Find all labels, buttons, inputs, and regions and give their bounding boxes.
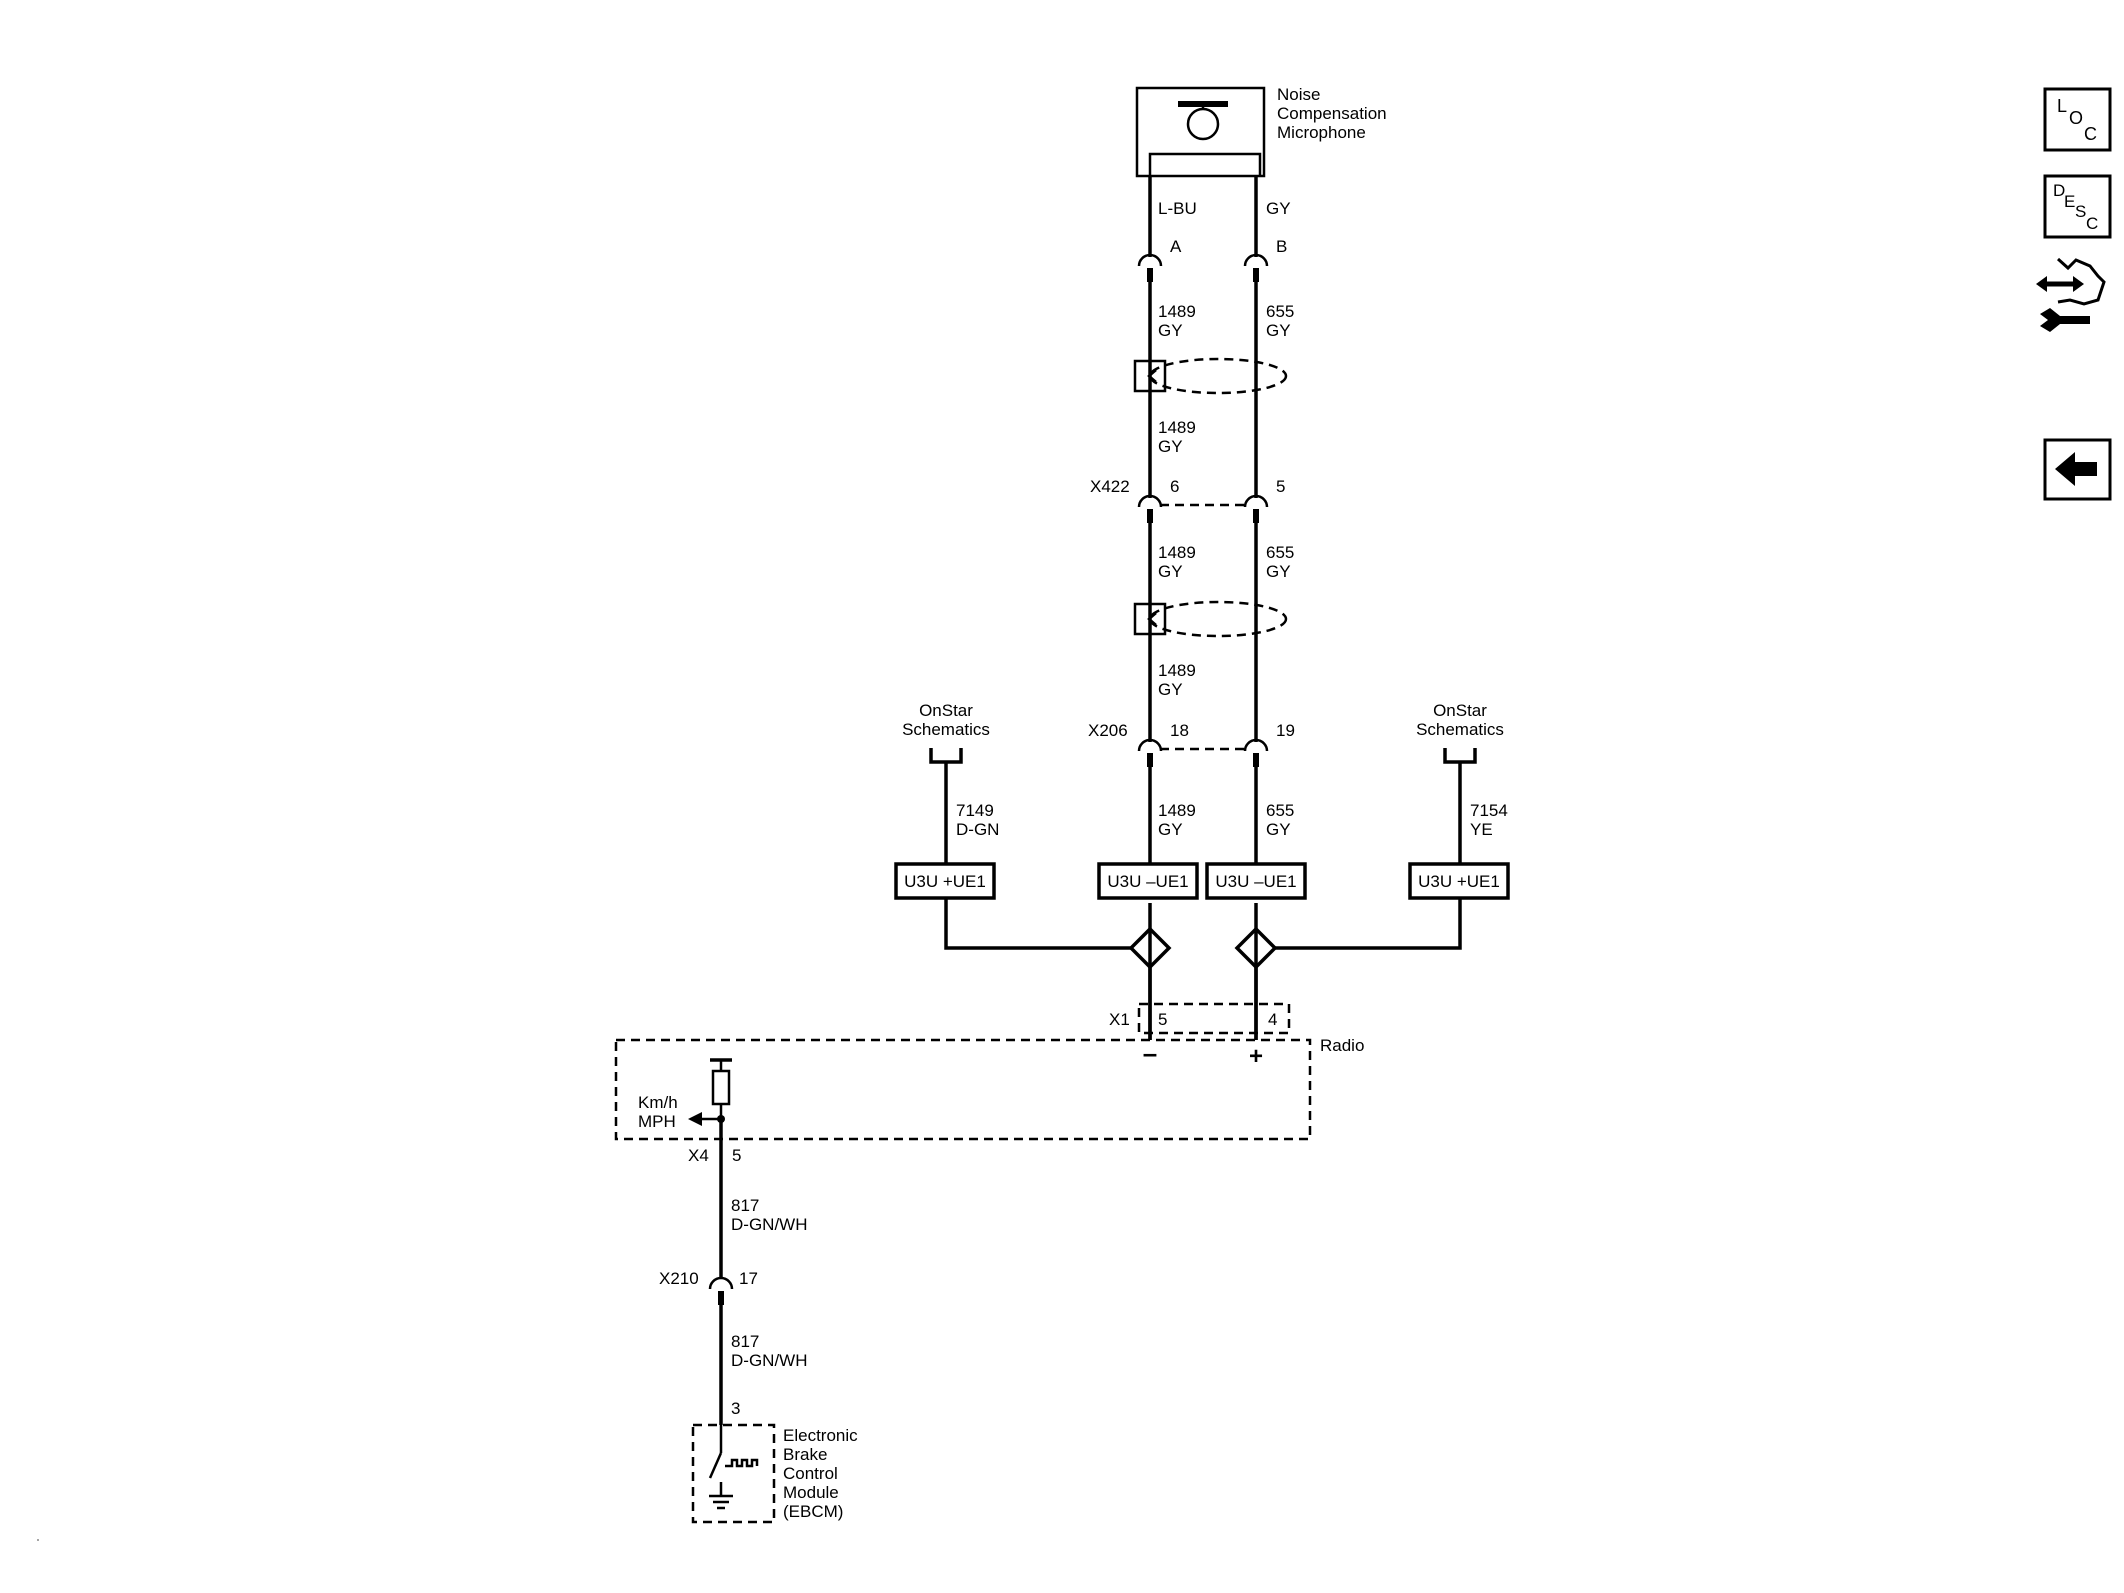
desc-icon: D E S C <box>2053 181 2098 233</box>
connector-x210-pin: 17 <box>739 1269 758 1288</box>
radio-label: Radio <box>1320 1036 1364 1055</box>
desc-button[interactable]: D E S C <box>2043 174 2112 239</box>
circuit-color-label: YE <box>1470 820 1493 839</box>
connector-x422-name: X422 <box>1090 477 1130 496</box>
connector-x206-pin-right: 19 <box>1276 721 1295 740</box>
onstar-right-label-1: OnStar <box>1433 701 1487 720</box>
connector-x4-pin: 5 <box>732 1146 741 1165</box>
microphone-label-1: Noise <box>1277 85 1320 104</box>
circuit-color-label: D-GN <box>956 820 999 839</box>
circuit-color-label: GY <box>1158 437 1183 456</box>
option-box-2: U3U –UE1 <box>1097 862 1199 900</box>
speck <box>37 1539 39 1541</box>
connector-x422-pin-left: 6 <box>1170 477 1179 496</box>
circuit-color-label: GY <box>1158 680 1183 699</box>
mic-connector-pins: A B <box>1137 237 1287 282</box>
circuit-color-label: GY <box>1266 562 1291 581</box>
circuit-color-label: GY <box>1266 321 1291 340</box>
loc-button[interactable]: L O C <box>2043 87 2112 152</box>
circuit-color-label: D-GN/WH <box>731 1351 807 1370</box>
mic-wire-color-right: GY <box>1266 199 1291 218</box>
mic-pin-a: A <box>1170 237 1182 256</box>
microphone-label-2: Compensation <box>1277 104 1387 123</box>
connector-x422: X422 6 5 <box>1090 477 1285 523</box>
onstar-right-label-2: Schematics <box>1416 720 1504 739</box>
connector-x1-name: X1 <box>1109 1010 1130 1029</box>
microphone-label-3: Microphone <box>1277 123 1366 142</box>
circuit-label: 655 <box>1266 801 1294 820</box>
ebcm-label-5: (EBCM) <box>783 1502 843 1521</box>
ebcm-label-2: Brake <box>783 1445 827 1464</box>
connector-tool-icon <box>2036 257 2106 332</box>
circuit-color-label: GY <box>1158 321 1183 340</box>
mic-wire-color-left: L-BU <box>1158 199 1197 218</box>
twisted-pair-marker <box>1133 357 1288 395</box>
back-arrow-icon <box>2055 452 2097 486</box>
mic-pin-b: B <box>1276 237 1287 256</box>
circuit-label: 817 <box>731 1196 759 1215</box>
circuit-color-label: D-GN/WH <box>731 1215 807 1234</box>
circuit-label: 1489 <box>1158 801 1196 820</box>
circuit-label: 1489 <box>1158 302 1196 321</box>
circuit-label: 7154 <box>1470 801 1508 820</box>
connector-x422-pin-right: 5 <box>1276 477 1285 496</box>
connector-x210: X210 17 <box>659 1269 758 1305</box>
desc-letter-d: D <box>2053 181 2065 200</box>
loc-icon: L O C <box>2057 96 2097 144</box>
circuit-label: 655 <box>1266 302 1294 321</box>
onstar-left-label-1: OnStar <box>919 701 973 720</box>
connector-x1: X1 5 4 <box>1109 1002 1291 1035</box>
option-box-4: U3U +UE1 <box>1408 862 1510 900</box>
ebcm-component: Electronic Brake Control Module (EBCM) <box>691 1423 858 1524</box>
option-box-2-label: U3U –UE1 <box>1107 872 1188 891</box>
speed-signal-label-1: Km/h <box>638 1093 678 1112</box>
connector-x1-pin-left: 5 <box>1158 1010 1167 1029</box>
desc-letter-c: C <box>2086 214 2098 233</box>
microphone-component: Noise Compensation Microphone <box>1135 85 1387 178</box>
twisted-pair-marker <box>1133 600 1288 638</box>
loc-letter-o: O <box>2069 108 2083 128</box>
circuit-label: 817 <box>731 1332 759 1351</box>
onstar-left-label-2: Schematics <box>902 720 990 739</box>
speed-signal-label-2: MPH <box>638 1112 676 1131</box>
circuit-label: 1489 <box>1158 661 1196 680</box>
ebcm-label-1: Electronic <box>783 1426 858 1445</box>
radio-component: Radio – + Km/h MPH <box>614 1036 1364 1141</box>
radio-plus-label: + <box>1249 1043 1263 1070</box>
circuit-color-label: GY <box>1158 820 1183 839</box>
circuit-label: 1489 <box>1158 543 1196 562</box>
back-button[interactable] <box>2043 438 2112 501</box>
connector-x206-name: X206 <box>1088 721 1128 740</box>
ebcm-label-3: Control <box>783 1464 838 1483</box>
option-box-3: U3U –UE1 <box>1205 862 1307 900</box>
radio-minus-label: – <box>1143 1038 1157 1068</box>
connector-tool-button[interactable] <box>2036 257 2106 332</box>
circuit-label: 655 <box>1266 543 1294 562</box>
ebcm-pin-label: 3 <box>731 1399 740 1418</box>
desc-letter-s: S <box>2075 202 2086 221</box>
connector-x1-pin-right: 4 <box>1268 1010 1277 1029</box>
desc-letter-e: E <box>2064 192 2075 211</box>
circuit-label: 1489 <box>1158 418 1196 437</box>
option-box-1-label: U3U +UE1 <box>904 872 986 891</box>
loc-letter-l: L <box>2057 96 2067 116</box>
connector-x210-name: X210 <box>659 1269 699 1288</box>
loc-letter-c: C <box>2084 124 2097 144</box>
circuit-label: 7149 <box>956 801 994 820</box>
option-box-4-label: U3U +UE1 <box>1418 872 1500 891</box>
connector-x206-pin-left: 18 <box>1170 721 1189 740</box>
connector-x206: X206 18 19 <box>1088 721 1295 767</box>
circuit-color-label: GY <box>1158 562 1183 581</box>
option-box-1: U3U +UE1 <box>894 862 996 900</box>
onstar-reference-left[interactable]: OnStar Schematics <box>902 701 990 764</box>
option-box-3-label: U3U –UE1 <box>1215 872 1296 891</box>
onstar-reference-right[interactable]: OnStar Schematics <box>1416 701 1504 764</box>
circuit-color-label: GY <box>1266 820 1291 839</box>
ebcm-label-4: Module <box>783 1483 839 1502</box>
connector-x4-name: X4 <box>688 1146 709 1165</box>
